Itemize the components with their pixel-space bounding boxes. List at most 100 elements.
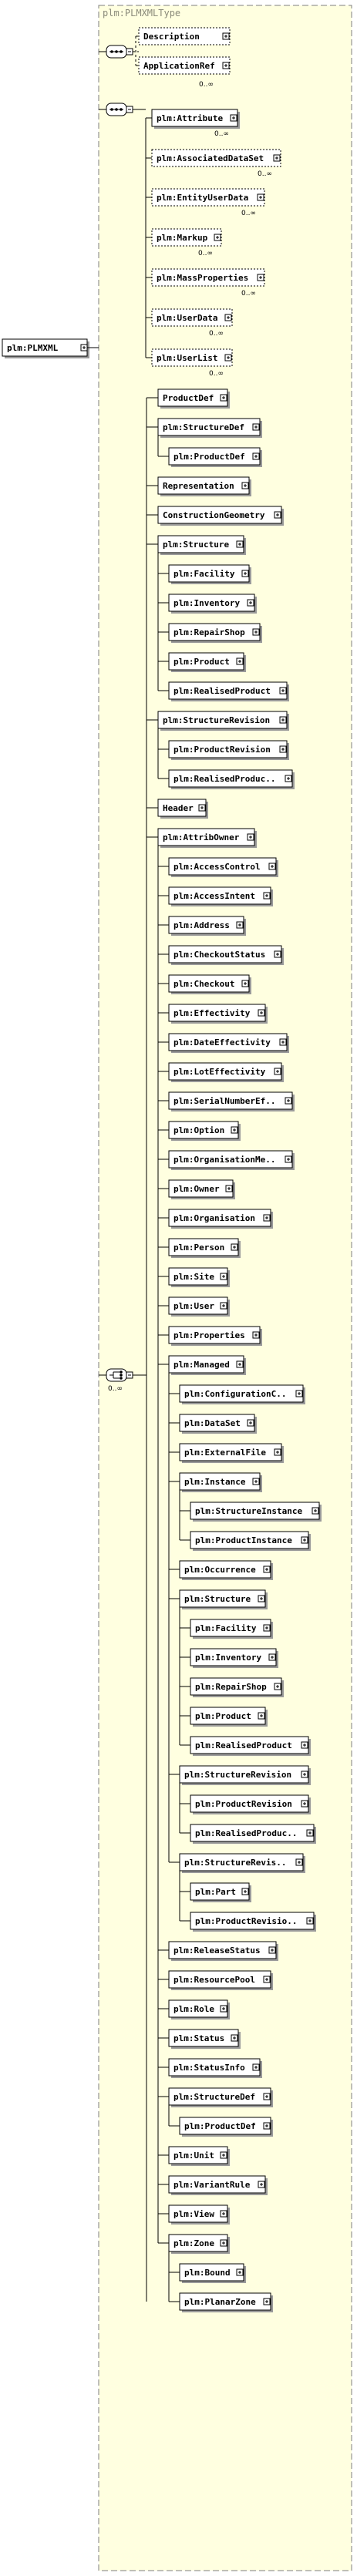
choice-plm-dateeffectivity-22[interactable]: plm:DateEffectivity [168, 1033, 289, 1053]
choice-plm-properties-32[interactable]: plm:Properties [168, 1326, 262, 1346]
choice-constructiongeometry-4[interactable]: ConstructionGeometry [157, 506, 284, 526]
choice-plm-organisationme-26-expand-icon[interactable] [285, 1155, 292, 1163]
seq-plm-userdata[interactable]: plm:UserData [151, 308, 233, 327]
attribute-description-expand-icon[interactable] [222, 32, 230, 40]
choice-plm-serialnumberef-24[interactable]: plm:SerialNumberEf.. [168, 1091, 295, 1111]
choice-plm-structurerevision-11[interactable]: plm:StructureRevision [157, 711, 289, 731]
choice-plm-part-51-expand-icon[interactable] [241, 1888, 249, 1895]
choice-plm-repairshop-8[interactable]: plm:RepairShop [168, 623, 262, 643]
choice-plm-structure-5-expand-icon[interactable] [236, 540, 244, 548]
choice-plm-structurerevis-50-expand-icon[interactable] [295, 1858, 303, 1866]
choice-plm-productdef-59-expand-icon[interactable] [263, 2122, 271, 2130]
choice-plm-planarzone-65-expand-icon[interactable] [263, 2298, 271, 2305]
choice-plm-dataset-35[interactable]: plm:DataSet [179, 1414, 257, 1434]
choice-plm-address-18[interactable]: plm:Address [168, 916, 246, 936]
choice-plm-configurationc-34[interactable]: plm:ConfigurationC.. [179, 1384, 305, 1404]
choice-plm-repairshop-44[interactable]: plm:RepairShop [190, 1677, 284, 1697]
choice-plm-view-62-expand-icon[interactable] [220, 2210, 227, 2218]
choice-plm-attribowner-15-expand-icon[interactable] [247, 833, 254, 841]
choice-plm-structuredef-58[interactable]: plm:StructureDef [168, 2087, 273, 2107]
choice-plm-inventory-43-expand-icon[interactable] [268, 1653, 276, 1661]
choice-plm-facility-42[interactable]: plm:Facility [190, 1619, 273, 1639]
choice-representation-3-expand-icon[interactable] [241, 482, 249, 489]
choice-plm-productrevisio-52[interactable]: plm:ProductRevisio.. [190, 1912, 316, 1932]
choice-plm-realisedproduct-10-expand-icon[interactable] [279, 687, 287, 694]
seq-plm-userlist[interactable]: plm:UserList [151, 348, 233, 367]
choice-plm-dateeffectivity-22-expand-icon[interactable] [279, 1038, 287, 1046]
choice-plm-productrevision-12-expand-icon[interactable] [279, 745, 287, 753]
choice-plm-releasestatus-53[interactable]: plm:ReleaseStatus [168, 1941, 278, 1961]
root-node[interactable]: plm:PLMXML [2, 338, 89, 358]
seq-plm-userlist-expand-icon[interactable] [224, 354, 232, 362]
choice-plm-realisedproduc-49[interactable]: plm:RealisedProduc.. [190, 1824, 316, 1844]
seq-plm-userdata-expand-icon[interactable] [224, 314, 232, 321]
choice-plm-site-30[interactable]: plm:Site [168, 1267, 230, 1287]
choice-plm-facility-42-expand-icon[interactable] [263, 1624, 271, 1632]
attribute-applicationref[interactable]: ApplicationRef [138, 56, 231, 75]
choice-plm-organisationme-26[interactable]: plm:OrganisationMe.. [168, 1150, 295, 1170]
choice-plm-product-9-expand-icon[interactable] [236, 657, 244, 665]
choice-plm-site-30-expand-icon[interactable] [220, 1273, 227, 1280]
choice-representation-3[interactable]: Representation [157, 476, 251, 496]
choice-plm-organisation-28-expand-icon[interactable] [263, 1214, 271, 1222]
choice-plm-productrevision-48-expand-icon[interactable] [301, 1800, 308, 1808]
choice-plm-structure-41[interactable]: plm:Structure [179, 1589, 268, 1609]
choice-plm-variantrule-61-expand-icon[interactable] [258, 2181, 265, 2188]
choice-plm-person-29[interactable]: plm:Person [168, 1238, 241, 1258]
choice-plm-productdef-2-expand-icon[interactable] [252, 452, 260, 460]
choice-plm-inventory-7-expand-icon[interactable] [247, 599, 254, 607]
choice-plm-checkoutstatus-19[interactable]: plm:CheckoutStatus [168, 945, 284, 965]
choice-plm-accessintent-17[interactable]: plm:AccessIntent [168, 886, 273, 906]
choice-plm-productrevisio-52-expand-icon[interactable] [306, 1917, 314, 1925]
choice-plm-realisedproduc-13[interactable]: plm:RealisedProduc.. [168, 769, 295, 789]
choice-plm-user-31[interactable]: plm:User [168, 1296, 230, 1317]
seq-plm-entityuserdata[interactable]: plm:EntityUserData [151, 188, 265, 207]
choice-plm-product-45-expand-icon[interactable] [258, 1712, 265, 1720]
choice-plm-properties-32-expand-icon[interactable] [252, 1331, 260, 1339]
choice-plm-productdef-59[interactable]: plm:ProductDef [179, 2117, 273, 2137]
choice-plm-productrevision-12[interactable]: plm:ProductRevision [168, 740, 289, 760]
choice-header-14[interactable]: Header [157, 799, 208, 819]
choice-plm-instance-37-expand-icon[interactable] [252, 1478, 260, 1485]
choice-plm-structuredef-1-expand-icon[interactable] [252, 423, 260, 431]
choice-plm-productrevision-48[interactable]: plm:ProductRevision [190, 1794, 311, 1814]
choice-plm-attribowner-15[interactable]: plm:AttribOwner [157, 828, 257, 848]
choice-plm-unit-60-expand-icon[interactable] [220, 2151, 227, 2159]
choice-plm-realisedproduc-49-expand-icon[interactable] [306, 1829, 314, 1837]
choice-plm-role-55-expand-icon[interactable] [220, 2005, 227, 2013]
choice-plm-planarzone-65[interactable]: plm:PlanarZone [179, 2292, 273, 2312]
choice-productdef-0-expand-icon[interactable] [220, 394, 227, 402]
choice-plm-structureinstance-38[interactable]: plm:StructureInstance [190, 1502, 322, 1522]
choice-header-14-expand-icon[interactable] [198, 804, 206, 812]
choice-plm-productinstance-39[interactable]: plm:ProductInstance [190, 1531, 311, 1551]
choice-plm-user-31-expand-icon[interactable] [220, 1302, 227, 1310]
choice-plm-product-45[interactable]: plm:Product [190, 1707, 268, 1727]
choice-plm-dataset-35-expand-icon[interactable] [247, 1419, 254, 1427]
choice-plm-realisedproduc-13-expand-icon[interactable] [285, 775, 292, 782]
choice-plm-realisedproduct-46-expand-icon[interactable] [301, 1741, 308, 1749]
seq-plm-entityuserdata-expand-icon[interactable] [257, 193, 264, 201]
seq-plm-markup[interactable]: plm:Markup [151, 228, 222, 247]
choice-plm-owner-27-expand-icon[interactable] [225, 1185, 233, 1192]
choice-plm-managed-33-expand-icon[interactable] [236, 1360, 244, 1368]
choice-plm-facility-6[interactable]: plm:Facility [168, 564, 251, 584]
choice-plm-owner-27[interactable]: plm:Owner [168, 1179, 235, 1199]
choice-plm-status-56[interactable]: plm:Status [168, 2029, 241, 2049]
choice-plm-inventory-7[interactable]: plm:Inventory [168, 594, 257, 614]
choice-plm-product-9[interactable]: plm:Product [168, 652, 246, 672]
choice-plm-structure-5[interactable]: plm:Structure [157, 535, 246, 555]
choice-plm-checkout-20-expand-icon[interactable] [241, 980, 249, 987]
seq-plm-massproperties-expand-icon[interactable] [257, 274, 264, 281]
choice-plm-structure-41-expand-icon[interactable] [258, 1595, 265, 1602]
choice-plm-organisation-28[interactable]: plm:Organisation [168, 1209, 273, 1229]
choice-plm-structurerevis-50[interactable]: plm:StructureRevis.. [179, 1853, 305, 1873]
choice-plm-address-18-expand-icon[interactable] [236, 921, 244, 929]
choice-plm-serialnumberef-24-expand-icon[interactable] [285, 1097, 292, 1105]
choice-plm-unit-60[interactable]: plm:Unit [168, 2146, 230, 2166]
choice-plm-checkout-20[interactable]: plm:Checkout [168, 974, 251, 994]
choice-plm-structuredef-58-expand-icon[interactable] [263, 2093, 271, 2100]
choice-plm-configurationc-34-expand-icon[interactable] [295, 1390, 303, 1397]
seq-plm-associateddataset[interactable]: plm:AssociatedDataSet [151, 149, 281, 167]
choice-plm-option-25[interactable]: plm:Option [168, 1121, 241, 1141]
choice-plm-person-29-expand-icon[interactable] [231, 1243, 238, 1251]
